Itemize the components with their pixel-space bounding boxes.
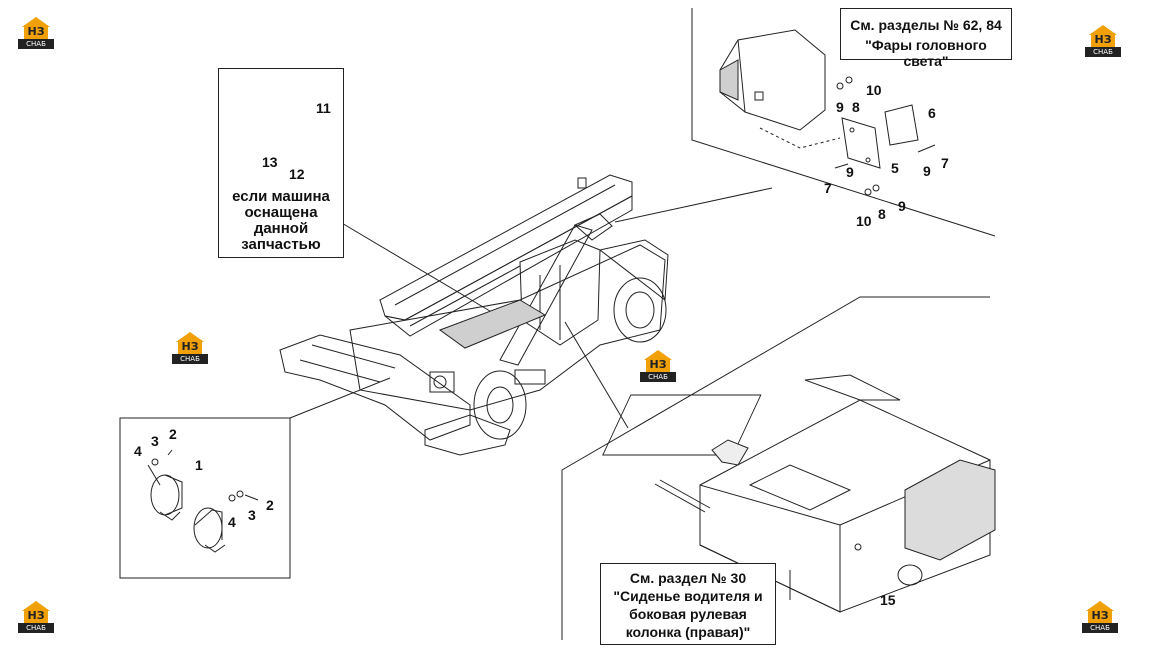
seat-ref-line4: колонка (правая)"	[625, 624, 751, 640]
callout-6: 6	[928, 105, 936, 121]
callout-9: 9	[898, 198, 906, 214]
logo-mark: НЗ	[1088, 609, 1112, 623]
headlights-ref-line1: См. разделы № 62, 84	[850, 17, 1002, 33]
nzsnab-logo: НЗ СНАБ	[640, 350, 676, 382]
leader-line-optional	[329, 215, 506, 321]
leader-line-horn	[289, 377, 391, 419]
leader-line-seat	[564, 321, 629, 429]
callout-5: 5	[891, 160, 899, 176]
callout-4: 4	[228, 514, 236, 530]
nzsnab-logo: НЗ СНАБ	[18, 17, 54, 49]
nzsnab-logo: НЗ СНАБ	[18, 601, 54, 633]
logo-caption: СНАБ	[1082, 623, 1118, 633]
reach-stacker-machine	[279, 174, 669, 456]
callout-12: 12	[289, 166, 305, 182]
optional-line2: оснащена	[244, 204, 318, 221]
callout-4: 4	[134, 443, 142, 459]
logo-caption: СНАБ	[18, 623, 54, 633]
nzsnab-logo: НЗ СНАБ	[172, 332, 208, 364]
callout-9: 9	[846, 164, 854, 180]
callout-9: 9	[923, 163, 931, 179]
callout-3: 3	[248, 507, 256, 523]
nzsnab-logo: НЗ СНАБ	[1082, 601, 1118, 633]
logo-mark: НЗ	[178, 340, 202, 354]
logo-mark: НЗ	[24, 609, 48, 623]
optional-line3: данной	[253, 220, 309, 237]
section-line-headlights	[691, 8, 996, 237]
headlights-reference-box: См. разделы № 62, 84 "Фары головного све…	[840, 8, 1012, 69]
callout-1: 1	[195, 457, 203, 473]
callout-2: 2	[169, 426, 177, 442]
logo-mark: НЗ	[24, 25, 48, 39]
logo-caption: СНАБ	[640, 372, 676, 382]
seat-ref-line2: "Сиденье водителя и	[613, 588, 763, 604]
logo-mark: НЗ	[1091, 33, 1115, 47]
headlights-ref-line2: "Фары головного света"	[865, 37, 987, 69]
callout-15: 15	[880, 592, 896, 608]
horn-assembly	[119, 417, 291, 579]
callout-8: 8	[852, 99, 860, 115]
callout-10: 10	[866, 82, 882, 98]
logo-mark: НЗ	[646, 358, 670, 372]
optional-part-box: если машина оснащена данной запчастью	[218, 68, 344, 258]
seat-reference-box: См. раздел № 30 "Сиденье водителя и боко…	[600, 563, 776, 645]
logo-caption: СНАБ	[18, 39, 54, 49]
callout-13: 13	[262, 154, 278, 170]
callout-7: 7	[941, 155, 949, 171]
callout-3: 3	[151, 433, 159, 449]
logo-caption: СНАБ	[172, 354, 208, 364]
seat-ref-line3: боковая рулевая	[629, 606, 747, 622]
seat-console-assembly	[602, 374, 996, 613]
section-line-seat	[561, 296, 990, 640]
seat-ref-line1: См. раздел № 30	[629, 570, 747, 586]
nzsnab-logo: НЗ СНАБ	[1085, 25, 1121, 57]
callout-8: 8	[878, 206, 886, 222]
callout-10: 10	[856, 213, 872, 229]
leader-line-headlights	[614, 187, 773, 223]
callout-11: 11	[316, 100, 331, 116]
logo-caption: СНАБ	[1085, 47, 1121, 57]
optional-line1: если машина	[232, 188, 330, 205]
callout-7: 7	[824, 180, 832, 196]
callout-2: 2	[266, 497, 274, 513]
optional-line4: запчастью	[241, 236, 321, 253]
callout-9: 9	[836, 99, 844, 115]
headlight-assembly	[719, 29, 936, 196]
